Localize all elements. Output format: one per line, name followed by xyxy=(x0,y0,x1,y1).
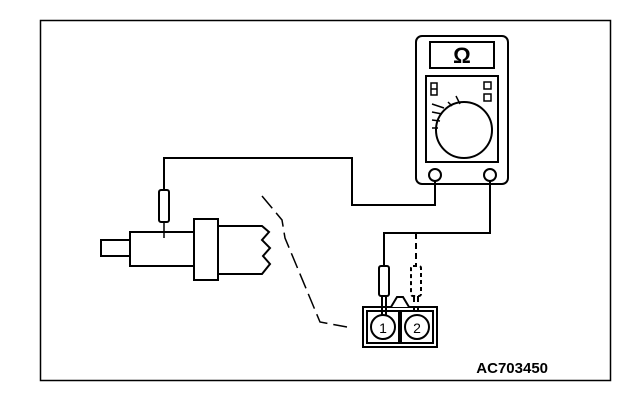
pin-2 xyxy=(404,314,430,340)
probe-pin-2-dashed xyxy=(410,265,422,316)
figure-frame xyxy=(39,19,612,382)
meter-dial xyxy=(435,101,493,159)
sensor xyxy=(100,189,272,281)
figure-code: AC703450 xyxy=(476,360,548,377)
terminal-left xyxy=(428,168,442,182)
ohm-symbol: Ω xyxy=(453,43,471,68)
sensor-shaft xyxy=(129,231,195,267)
sensor-flange xyxy=(193,218,219,281)
leader-line xyxy=(261,195,348,328)
sensor-tip xyxy=(100,239,132,257)
sensor-probe xyxy=(158,189,170,223)
range-square-2 xyxy=(483,93,492,102)
pin-2-label: 2 xyxy=(413,320,421,336)
ohmmeter: Ω xyxy=(415,35,509,185)
lead-to-pin-1 xyxy=(383,181,491,268)
harness-connector: 1 2 xyxy=(362,296,438,348)
meter-display xyxy=(429,41,495,69)
pin-1-label: 1 xyxy=(379,320,387,336)
lead-to-sensor xyxy=(163,157,436,206)
dial-ticks xyxy=(431,95,461,129)
range-square-1 xyxy=(483,81,492,90)
terminal-right xyxy=(483,168,497,182)
sensor-connector-housing xyxy=(217,225,272,275)
probe-pin-1 xyxy=(378,265,390,316)
connector-latch xyxy=(390,296,410,308)
